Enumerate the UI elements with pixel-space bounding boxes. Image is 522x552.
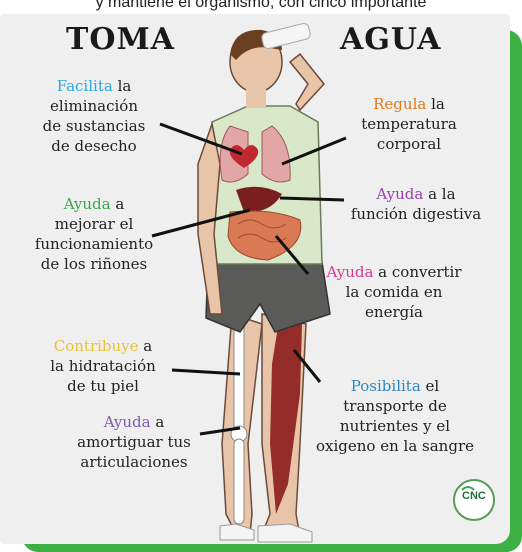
label-text: oxigeno en la sangre — [316, 437, 474, 455]
label-text: de sustancias — [42, 117, 146, 135]
label-highlight: Facilita — [56, 77, 113, 95]
label-highlight: Ayuda — [63, 195, 111, 213]
label-highlight: Ayuda — [103, 413, 151, 431]
label-rinones: Ayuda a mejorar el funcionamiento de los… — [16, 194, 172, 274]
label-highlight: Ayuda — [326, 263, 374, 281]
title-right: AGUA — [340, 22, 442, 57]
label-temperatura: Regula la temperatura corporal — [336, 94, 482, 154]
label-text: de desecho — [51, 137, 137, 155]
label-text: mejorar el — [54, 215, 134, 233]
label-text: eliminación — [50, 97, 138, 115]
label-highlight: Ayuda — [376, 185, 424, 203]
label-text: el — [420, 377, 440, 395]
label-energia: Ayuda a convertir la comida en energía — [306, 262, 482, 322]
logo-text: CNC — [462, 490, 486, 502]
label-eliminacion: Facilita la eliminación de sustancias de… — [24, 76, 164, 156]
label-transporte: Posibilita el transporte de nutrientes y… — [300, 376, 490, 456]
label-text: de los riñones — [40, 255, 148, 273]
human-figure-illustration — [151, 22, 347, 543]
poster: TOMA AGUA Facilita la eliminación de sus… — [0, 14, 510, 544]
label-text: amortiguar tus — [77, 433, 191, 451]
label-digestiva: Ayuda a la función digestiva — [336, 184, 496, 224]
label-text: funcionamiento — [34, 235, 154, 253]
label-text: la hidratación — [50, 357, 156, 375]
label-highlight: Posibilita — [350, 377, 421, 395]
label-text: transporte de — [343, 397, 447, 415]
label-text: nutrientes y el — [339, 417, 451, 435]
label-text: la comida en — [345, 283, 443, 301]
label-text: a la — [423, 185, 456, 203]
label-text: a — [138, 337, 153, 355]
label-text: la — [426, 95, 445, 113]
label-text: a convertir — [373, 263, 462, 281]
title-left: TOMA — [66, 22, 175, 57]
label-hidratacion: Contribuye a la hidratación de tu piel — [28, 336, 178, 396]
label-text: temperatura — [361, 115, 457, 133]
label-text: función digestiva — [350, 205, 482, 223]
label-articulaciones: Ayuda a amortiguar tus articulaciones — [56, 412, 212, 472]
top-caption: y mantiene el organismo, con cinco impor… — [95, 0, 427, 11]
label-highlight: Regula — [373, 95, 427, 113]
cnc-logo — [453, 479, 495, 521]
label-highlight: Contribuye — [53, 337, 139, 355]
label-text: la — [112, 77, 132, 95]
label-text: energía — [365, 303, 423, 321]
label-text: corporal — [376, 135, 442, 153]
label-text: a — [110, 195, 125, 213]
label-text: de tu piel — [67, 377, 139, 395]
label-text: a — [150, 413, 165, 431]
label-text: articulaciones — [80, 453, 188, 471]
